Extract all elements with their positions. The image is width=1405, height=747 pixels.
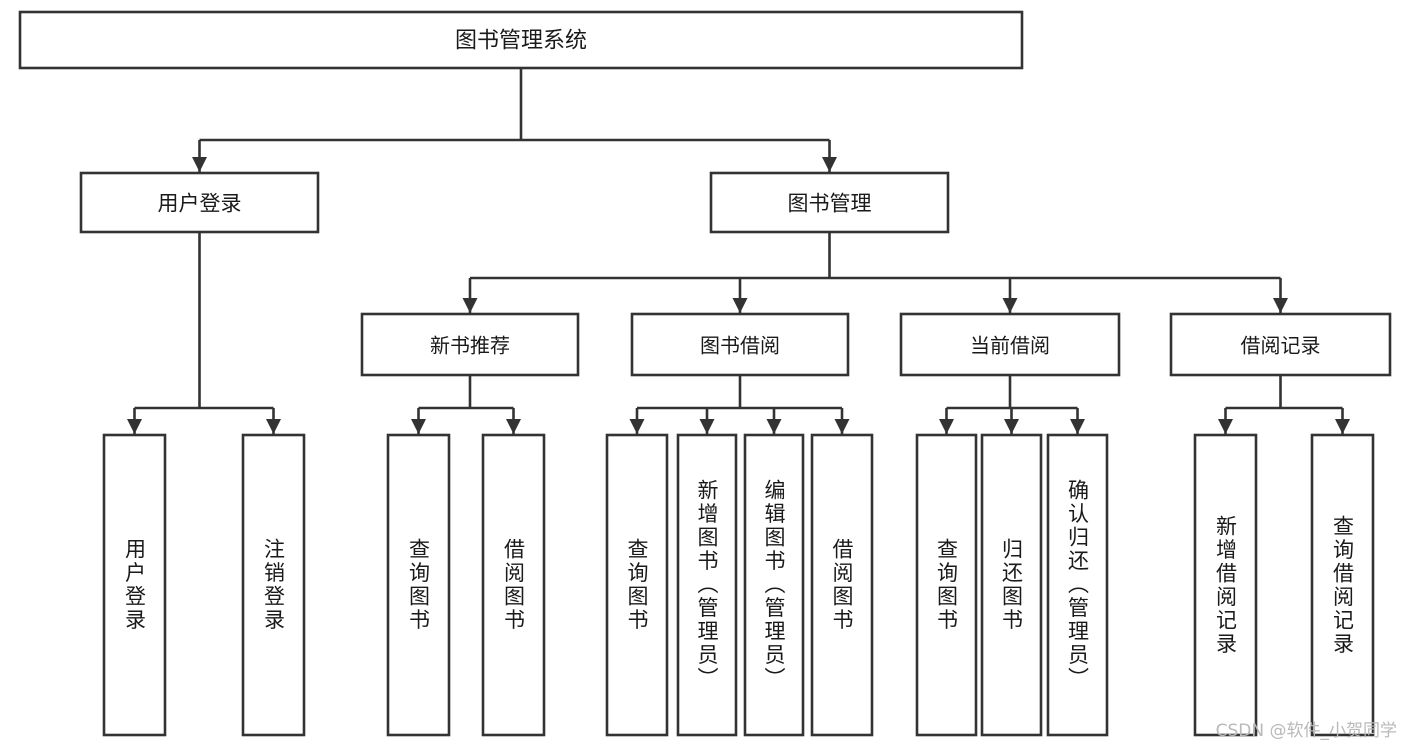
arrow-borrow-record-to-leaf-query-record	[1335, 419, 1350, 434]
node-leaf-user-logout[interactable]: 注销登录	[241, 433, 306, 737]
node-user-login-rect[interactable]	[79, 171, 320, 234]
node-new-book-recommend-rect[interactable]	[360, 312, 580, 377]
arrow-user-login-to-leaf-user-login	[127, 419, 142, 434]
node-leaf-borrow-book-2[interactable]: 借阅图书	[810, 433, 874, 737]
node-user-login-label: 用户登录	[158, 192, 242, 216]
node-leaf-add-record-label: 新增借阅记录	[1213, 514, 1238, 656]
node-leaf-edit-book-label-wrap: 编辑图书（管理员）	[762, 479, 786, 691]
node-leaf-borrow-book-2-rect[interactable]	[810, 433, 874, 737]
node-leaf-confirm-return-label: 确认归还（管理员）	[1065, 479, 1090, 691]
node-leaf-user-login-label-wrap: 用户登录	[122, 538, 147, 632]
arrow-book-borrow-to-leaf-edit-book	[766, 419, 782, 434]
node-leaf-return-book-label-wrap: 归还图书	[999, 538, 1024, 632]
node-leaf-query-record[interactable]: 查询借阅记录	[1310, 433, 1375, 737]
node-leaf-query-record-label: 查询借阅记录	[1330, 514, 1355, 656]
node-leaf-user-logout-label: 注销登录	[261, 538, 286, 632]
arrow-current-borrow-to-leaf-return-book	[1004, 419, 1019, 434]
node-user-login[interactable]: 用户登录	[79, 171, 320, 234]
arrow-bm-to-new-book-recommend	[462, 298, 478, 313]
arrow-bm-to-current-borrow	[1002, 298, 1018, 313]
arrow-root-to-user-login	[192, 157, 207, 172]
node-leaf-query-book-3-rect[interactable]	[915, 433, 978, 737]
arrow-book-borrow-to-leaf-query-book-2	[629, 419, 645, 434]
node-leaf-borrow-book-2-label-wrap: 借阅图书	[830, 538, 854, 632]
arrow-new-book-recommend-to-leaf-query-book-1	[411, 419, 426, 434]
node-leaf-query-book-3-label-wrap: 查询图书	[934, 538, 959, 632]
node-book-borrow-label: 图书借阅	[700, 334, 780, 358]
node-leaf-query-book-2[interactable]: 查询图书	[605, 433, 669, 737]
arrow-bm-to-book-borrow	[732, 298, 748, 313]
node-leaf-query-book-2-label: 查询图书	[625, 538, 649, 632]
node-leaf-edit-book[interactable]: 编辑图书（管理员）	[743, 433, 805, 737]
arrow-current-borrow-to-leaf-confirm-return	[1070, 419, 1085, 434]
node-leaf-add-record-label-wrap: 新增借阅记录	[1213, 514, 1238, 656]
node-leaf-query-book-1-rect[interactable]	[386, 433, 451, 737]
node-leaf-add-book-label-wrap: 新增图书（管理员）	[695, 479, 719, 691]
node-new-book-recommend[interactable]: 新书推荐	[360, 312, 580, 377]
arrow-root-to-book-management	[822, 157, 837, 172]
node-leaf-query-book-1[interactable]: 查询图书	[386, 433, 451, 737]
node-leaf-return-book-label: 归还图书	[999, 538, 1024, 632]
node-leaf-user-login-label: 用户登录	[122, 538, 147, 632]
node-leaf-confirm-return-label-wrap: 确认归还（管理员）	[1065, 479, 1090, 691]
node-borrow-record-rect[interactable]	[1169, 312, 1392, 377]
node-root[interactable]: 图书管理系统	[18, 10, 1024, 70]
node-leaf-query-book-1-label-wrap: 查询图书	[406, 538, 431, 632]
node-leaf-return-book-rect[interactable]	[980, 433, 1043, 737]
node-borrow-record[interactable]: 借阅记录	[1169, 312, 1392, 377]
node-leaf-add-book-rect[interactable]	[676, 433, 738, 737]
arrow-current-borrow-to-leaf-query-book-3	[939, 419, 954, 434]
node-leaf-confirm-return[interactable]: 确认归还（管理员）	[1046, 433, 1109, 737]
node-leaf-add-record[interactable]: 新增借阅记录	[1193, 433, 1258, 737]
arrow-book-borrow-to-leaf-add-book	[699, 419, 715, 434]
node-leaf-query-record-rect[interactable]	[1310, 433, 1375, 737]
node-leaf-query-book-3-label: 查询图书	[934, 538, 959, 632]
node-leaf-edit-book-rect[interactable]	[743, 433, 805, 737]
node-leaf-add-book-label: 新增图书（管理员）	[695, 479, 719, 691]
node-leaf-confirm-return-rect[interactable]	[1046, 433, 1109, 737]
node-leaf-add-book[interactable]: 新增图书（管理员）	[676, 433, 738, 737]
node-current-borrow[interactable]: 当前借阅	[899, 312, 1121, 377]
nodes-layer: 图书管理系统用户登录图书管理新书推荐图书借阅当前借阅借阅记录用户登录注销登录查询…	[18, 10, 1392, 737]
node-root-label: 图书管理系统	[455, 29, 587, 54]
node-leaf-query-book-2-label-wrap: 查询图书	[625, 538, 649, 632]
node-leaf-query-record-label-wrap: 查询借阅记录	[1330, 514, 1355, 656]
node-root-rect[interactable]	[18, 10, 1024, 70]
node-leaf-borrow-book-1-label-wrap: 借阅图书	[501, 538, 526, 632]
node-book-borrow-rect[interactable]	[630, 312, 850, 377]
arrow-borrow-record-to-leaf-add-record	[1218, 419, 1233, 434]
node-book-borrow[interactable]: 图书借阅	[630, 312, 850, 377]
node-leaf-borrow-book-2-label: 借阅图书	[830, 538, 854, 632]
arrow-book-borrow-to-leaf-borrow-book-2	[834, 419, 850, 434]
arrow-new-book-recommend-to-leaf-borrow-book-1	[506, 419, 521, 434]
node-current-borrow-rect[interactable]	[899, 312, 1121, 377]
node-current-borrow-label: 当前借阅	[970, 334, 1050, 358]
arrow-user-login-to-leaf-user-logout	[266, 419, 281, 434]
node-new-book-recommend-label: 新书推荐	[430, 334, 510, 358]
node-leaf-user-logout-label-wrap: 注销登录	[261, 538, 286, 632]
node-leaf-borrow-book-1[interactable]: 借阅图书	[481, 433, 546, 737]
node-leaf-query-book-1-label: 查询图书	[406, 538, 431, 632]
arrow-bm-to-borrow-record	[1273, 298, 1288, 313]
node-leaf-borrow-book-1-label: 借阅图书	[501, 538, 526, 632]
node-leaf-edit-book-label: 编辑图书（管理员）	[762, 479, 786, 691]
node-book-management-rect[interactable]	[709, 171, 950, 234]
node-book-management-label: 图书管理	[788, 192, 872, 216]
node-leaf-user-login-rect[interactable]	[102, 433, 167, 737]
node-leaf-user-logout-rect[interactable]	[241, 433, 306, 737]
connectors-layer	[127, 68, 1350, 434]
node-leaf-query-book-2-rect[interactable]	[605, 433, 669, 737]
node-borrow-record-label: 借阅记录	[1241, 334, 1321, 358]
node-book-management[interactable]: 图书管理	[709, 171, 950, 234]
node-leaf-user-login[interactable]: 用户登录	[102, 433, 167, 737]
node-leaf-borrow-book-1-rect[interactable]	[481, 433, 546, 737]
node-leaf-query-book-3[interactable]: 查询图书	[915, 433, 978, 737]
node-leaf-add-record-rect[interactable]	[1193, 433, 1258, 737]
node-leaf-return-book[interactable]: 归还图书	[980, 433, 1043, 737]
